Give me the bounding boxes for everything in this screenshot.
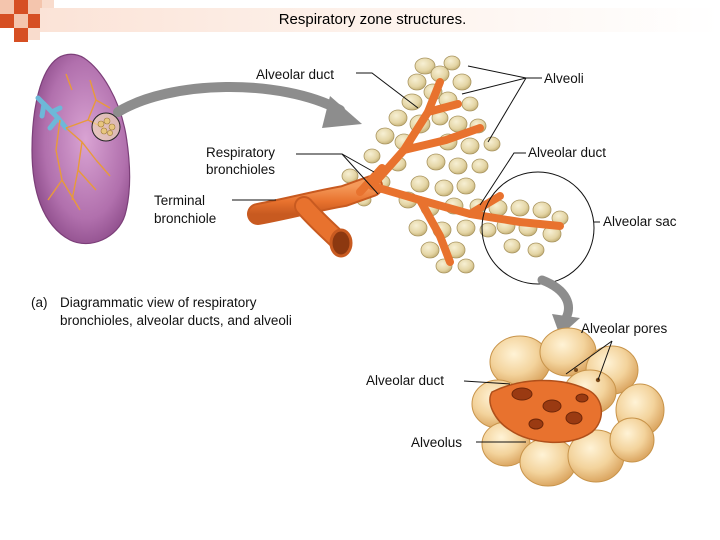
- label-alveolar-pores: Alveolar pores: [581, 321, 668, 336]
- label-alveolar-sac: Alveolar sac: [603, 214, 677, 229]
- alveolar-sac-highlight: [481, 171, 595, 285]
- corner-square-5: [0, 14, 14, 28]
- label-terminal-bronchiole-1: Terminal: [154, 193, 206, 208]
- label-respiratory-bronchioles-1: Respiratory: [206, 145, 276, 160]
- label-alveolar-duct-right: Alveolar duct: [528, 145, 607, 160]
- label-alveolar-duct-top: Alveolar duct: [256, 67, 335, 82]
- label-alveolar-duct-bottom: Alveolar duct: [366, 373, 445, 388]
- leader-alveolar-duct-bottom: [463, 380, 511, 385]
- title-band: [40, 8, 720, 32]
- leader-alveoli: [467, 65, 542, 79]
- corner-square-1: [0, 0, 14, 14]
- leader-respiratory-bronchioles: [296, 153, 375, 173]
- caption-line-2: bronchioles, alveolar ducts, and alveoli: [60, 313, 292, 328]
- leader-alveolar-pores-a: [565, 340, 613, 375]
- bronchiole-opening: [329, 228, 353, 258]
- corner-square-7: [28, 14, 42, 28]
- page-title: Respiratory zone structures.: [278, 11, 467, 28]
- label-respiratory-bronchioles-2: bronchioles: [206, 162, 276, 177]
- leader-alveolar-pores-b: [597, 340, 613, 381]
- curved-arrow-1: [113, 82, 362, 128]
- alveoli-cluster: [330, 55, 569, 274]
- caption-line-1: Diagrammatic view of respiratory: [60, 295, 257, 310]
- corner-square-8: [14, 28, 28, 42]
- leader-alveolar-duct-top: [356, 72, 419, 109]
- lung-illustration: [31, 53, 131, 245]
- lung-mini-alveoli: [97, 117, 116, 136]
- label-alveolus: Alveolus: [411, 435, 463, 450]
- corner-square-2: [14, 0, 28, 14]
- bronchiole-tree: [247, 55, 595, 285]
- bronchial-tree: [35, 95, 69, 131]
- magnified-alveolar-sac: [471, 327, 665, 487]
- leader-lines: [232, 65, 613, 443]
- label-terminal-bronchiole-2: bronchiole: [154, 211, 217, 226]
- label-alveoli: Alveoli: [544, 71, 584, 86]
- lung-magnify-circle: [91, 112, 121, 142]
- bronchiole-branches: [47, 73, 111, 211]
- corner-square-3: [28, 0, 42, 14]
- caption-part: (a): [31, 295, 48, 310]
- corner-square-6: [14, 14, 28, 28]
- curved-arrow-2: [537, 275, 580, 336]
- corner-square-9: [28, 28, 40, 40]
- leader-alveolar-duct-right: [479, 152, 526, 206]
